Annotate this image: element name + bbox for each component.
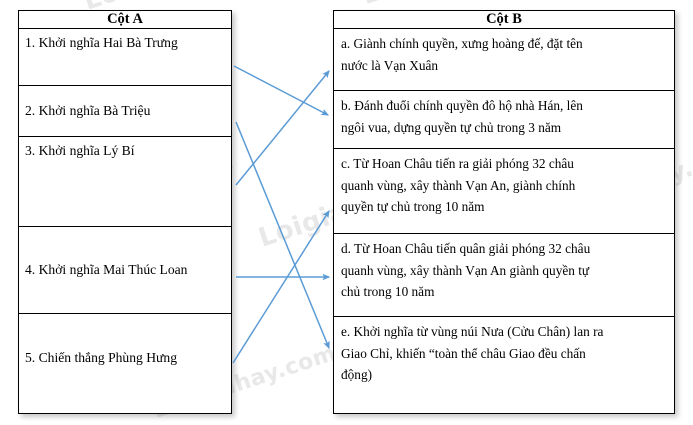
column-b-item-line: quanh vùng, xây thành Vạn An giành quyền… (341, 262, 590, 278)
arrow-3-to-e (235, 121, 330, 350)
column-b-item-line: e. Khởi nghĩa từ vùng núi Nưa (Cửu Chân)… (341, 324, 604, 339)
column-a-item-label: 3. Khởi nghĩa Lý Bí (25, 143, 135, 158)
column-b-item-b[interactable]: b. Đánh đuổi chính quyền đô hộ nhà Hán, … (334, 91, 674, 149)
column-b-item-line: nước là Vạn Xuân (341, 57, 439, 73)
column-a-header: Cột A (19, 11, 231, 29)
column-b-item-a[interactable]: a. Giành chính quyền, xưng hoàng đế, đặt… (334, 29, 674, 91)
column-a-item-4[interactable]: 4. Khởi nghĩa Mai Thúc Loan (19, 227, 231, 314)
watermark-text: Loigiaihay.com (360, 0, 549, 10)
column-a-header-label: Cột A (107, 11, 143, 27)
column-a-item-3[interactable]: 3. Khởi nghĩa Lý Bí (19, 137, 231, 227)
column-b-item-line: động) (341, 367, 373, 383)
column-b-item-line: quanh vùng, xây thành Vạn An, giành chín… (341, 177, 576, 193)
column-b-table: Cột B a. Giành chính quyền, xưng hoàng đ… (333, 10, 675, 414)
column-b-rows: a. Giành chính quyền, xưng hoàng đế, đặt… (334, 29, 674, 402)
column-a-rows: 1. Khởi nghĩa Hai Bà Trưng 2. Khởi nghĩa … (19, 29, 231, 402)
column-b-item-e[interactable]: e. Khởi nghĩa từ vùng núi Nưa (Cửu Chân)… (334, 317, 674, 402)
column-a-item-5[interactable]: 5. Chiến thắng Phùng Hưng (19, 314, 231, 402)
column-b-item-c[interactable]: c. Từ Hoan Châu tiến ra giải phóng 32 ch… (334, 149, 674, 234)
arrow-2-to-a (235, 70, 330, 186)
column-b-header: Cột B (334, 11, 674, 29)
column-a-item-1[interactable]: 1. Khởi nghĩa Hai Bà Trưng (19, 29, 231, 86)
column-b-item-line: Giao Chỉ, khiến “toàn thể châu Giao đều … (341, 345, 586, 361)
column-a-table: Cột A 1. Khởi nghĩa Hai Bà Trưng 2. Khởi … (18, 10, 232, 414)
column-b-item-line: quyền tự chủ trong 10 năm (341, 199, 485, 215)
arrow-1-to-b (233, 65, 330, 116)
column-b-item-line: chủ trong 10 năm (341, 284, 435, 300)
column-b-item-line: b. Đánh đuổi chính quyền đô hộ nhà Hán, … (341, 98, 583, 113)
column-a-item-label: 1. Khởi nghĩa Hai Bà Trưng (25, 35, 178, 50)
column-b-item-line: ngôi vua, dựng quyền tự chủ trong 3 năm (341, 119, 562, 135)
column-a-item-label: 4. Khởi nghĩa Mai Thúc Loan (25, 261, 188, 277)
column-b-item-line: c. Từ Hoan Châu tiến ra giải phóng 32 ch… (341, 156, 574, 171)
column-b-item-line: d. Từ Hoan Châu tiến quân giải phóng 32 … (341, 241, 591, 256)
column-b-item-d[interactable]: d. Từ Hoan Châu tiến quân giải phóng 32 … (334, 234, 674, 317)
column-b-header-label: Cột B (486, 11, 522, 27)
arrow-5-to-c (232, 210, 330, 364)
column-a-item-label: 2. Khởi nghĩa Bà Triệu (25, 102, 151, 118)
column-a-item-2[interactable]: 2. Khởi nghĩa Bà Triệu (19, 86, 231, 137)
column-b-item-line: a. Giành chính quyền, xưng hoàng đế, đặt… (341, 36, 583, 51)
column-a-item-label: 5. Chiến thắng Phùng Hưng (25, 349, 177, 365)
